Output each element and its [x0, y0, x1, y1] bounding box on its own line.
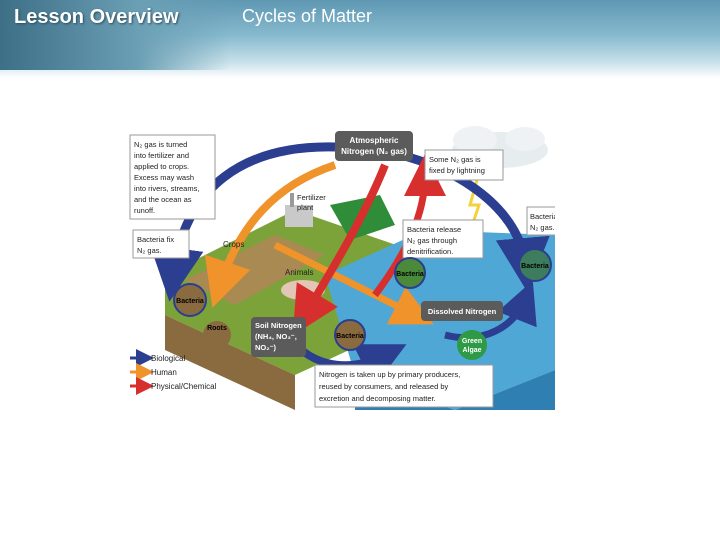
bacteria-fix-left-line-1: Bacteria fix: [137, 235, 174, 244]
uptake-note-line-1: Nitrogen is taken up by primary producer…: [319, 370, 460, 379]
fertilizer-note-line-7: runoff.: [134, 206, 155, 215]
fertilizer-note-line-6: and the ocean as: [134, 195, 192, 204]
fertilizer-note-line-3: applied to crops.: [134, 162, 189, 171]
bacteria-fix-right-line-1: Bacteria fix: [530, 212, 555, 221]
bacteria-label-soil: Bacteria: [336, 333, 364, 340]
soil-nitrogen-line-1: Soil Nitrogen: [255, 321, 302, 330]
legend-physical-label: Physical/Chemical: [151, 382, 217, 391]
denitrification-line-3: denitrification.: [407, 247, 453, 256]
bacteria-label-right: Bacteria: [521, 263, 549, 270]
green-algae-line-2: Algae: [462, 347, 481, 354]
legend-biological-label: Biological: [151, 354, 185, 363]
green-algae-circle: [457, 330, 487, 360]
atmospheric-line-2: Nitrogen (N₂ gas): [341, 147, 407, 156]
header-banner: Lesson Overview Cycles of Matter: [0, 0, 720, 78]
fertilizer-note-line-1: N₂ gas is turned: [134, 140, 187, 149]
soil-nitrogen-line-2: (NH₄, NO₃⁻,: [255, 332, 297, 341]
uptake-note-line-2: reused by consumers, and released by: [319, 382, 448, 391]
fertilizer-plant-line-2: plant: [297, 203, 314, 212]
bacteria-label-center: Bacteria: [396, 271, 424, 278]
fertilizer-note-line-5: into rivers, streams,: [134, 184, 199, 193]
crops-label: Crops: [223, 240, 244, 249]
soil-nitrogen-line-3: NO₂⁻): [255, 343, 277, 352]
lightning-note-line-2: fixed by lightning: [429, 166, 485, 175]
bacteria-label-left: Bacteria: [176, 298, 204, 305]
denitrification-line-2: N₂ gas through: [407, 236, 457, 245]
bacteria-fix-right-line-2: N₂ gas.: [530, 223, 555, 232]
animals-label: Animals: [285, 268, 313, 277]
roots-label: Roots: [207, 325, 227, 332]
topic-title: Cycles of Matter: [242, 6, 372, 27]
uptake-note-line-3: excretion and decomposing matter.: [319, 394, 436, 403]
denitrification-line-1: Bacteria release: [407, 225, 461, 234]
lesson-title: Lesson Overview: [14, 6, 179, 29]
legend-human-label: Human: [151, 368, 177, 377]
bacteria-fix-left-line-2: N₂ gas.: [137, 246, 162, 255]
fertilizer-plant-line-1: Fertilizer: [297, 193, 326, 202]
fertilizer-note-line-4: Excess may wash: [134, 173, 194, 182]
dissolved-nitrogen-label: Dissolved Nitrogen: [428, 307, 497, 316]
nitrogen-cycle-diagram: Atmospheric Nitrogen (N₂ gas) N₂ gas is …: [125, 125, 555, 410]
green-algae-line-1: Green: [462, 338, 482, 345]
lightning-note-line-1: Some N₂ gas is: [429, 155, 481, 164]
atmospheric-line-1: Atmospheric: [350, 136, 399, 145]
fertilizer-note-line-2: into fertilizer and: [134, 151, 189, 160]
